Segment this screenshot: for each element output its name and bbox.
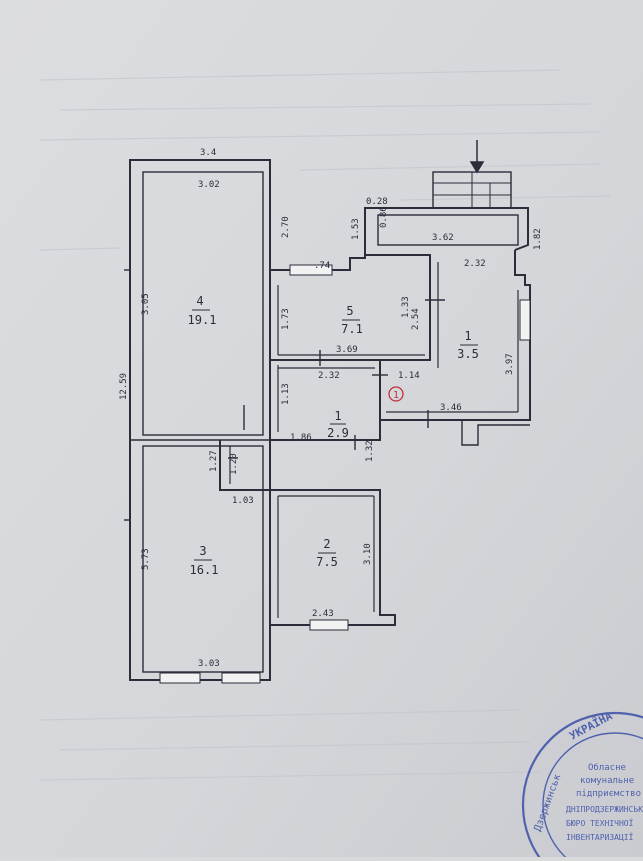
dim-label: .74 bbox=[314, 261, 330, 271]
dim-label: 1.82 bbox=[533, 228, 543, 250]
room-4-number: 4 bbox=[196, 294, 203, 308]
room-1-area: 3.5 bbox=[457, 347, 479, 361]
hall-area: 2.9 bbox=[327, 426, 349, 440]
stamp-line: ІНВЕНТАРИЗАЦІЇ bbox=[566, 832, 634, 842]
dim-label: 2.32 bbox=[464, 259, 486, 269]
room-2-wall bbox=[269, 489, 396, 626]
balcony-wall bbox=[364, 207, 529, 255]
window-icon bbox=[159, 672, 201, 684]
room-3-area: 16.1 bbox=[190, 563, 219, 577]
dim-label: 3.10 bbox=[363, 543, 373, 565]
window-icon bbox=[309, 619, 349, 631]
stamp-line: ДНІПРОДЗЕРЖИНСЬКЕ bbox=[566, 805, 643, 814]
dim-label: 0.86 bbox=[379, 206, 389, 228]
window-icon bbox=[289, 264, 333, 276]
dim-label: 2.70 bbox=[281, 216, 291, 238]
dim-label: 1.20 bbox=[229, 453, 239, 475]
stamp-line: Обласне bbox=[588, 762, 626, 773]
dim-label: 2.32 bbox=[318, 371, 340, 381]
dim-label: 3.97 bbox=[505, 353, 515, 375]
dim-label: 3.62 bbox=[432, 233, 454, 243]
room-2-number: 2 bbox=[323, 537, 330, 551]
dim-label: 3.05 bbox=[141, 293, 151, 315]
room-4-inner-wall bbox=[142, 171, 264, 436]
dim-label: 3.03 bbox=[198, 659, 220, 669]
dim-label: 1.33 bbox=[401, 296, 411, 318]
room-1-number: 1 bbox=[464, 329, 471, 343]
entrance-marker: 1 bbox=[388, 386, 404, 402]
dim-label: 0.28 bbox=[366, 197, 388, 207]
dim-label: 2.43 bbox=[312, 609, 334, 619]
dim-label: 2.54 bbox=[411, 308, 421, 330]
dim-label: 1.53 bbox=[351, 218, 361, 240]
corridor-wall bbox=[219, 440, 270, 491]
dim-label: 1.27 bbox=[209, 450, 219, 472]
dim-label: 3.02 bbox=[198, 180, 220, 190]
room-1-wall bbox=[379, 250, 531, 421]
room-3-number: 3 bbox=[199, 544, 206, 558]
dim-label: 3.69 bbox=[336, 345, 358, 355]
dim-label: 1.03 bbox=[232, 496, 254, 506]
bleed-through-lines bbox=[39, 69, 611, 781]
dim-label: 1.86 bbox=[290, 433, 312, 443]
dim-label: 3.46 bbox=[440, 403, 462, 413]
stamp-line: підприємство bbox=[576, 789, 641, 799]
room-5-area: 7.1 bbox=[341, 322, 363, 336]
stamp-line: комунальне bbox=[580, 776, 634, 786]
room-3-inner-wall bbox=[142, 445, 264, 673]
room-labels: 4 19.1 5 7.1 1 3.5 1 2.9 3 16.1 2 7.5 bbox=[188, 294, 479, 577]
windows bbox=[159, 264, 531, 684]
room-2-area: 7.5 bbox=[316, 555, 338, 569]
room-4-area: 19.1 bbox=[188, 313, 217, 327]
dim-label: 1.13 bbox=[281, 383, 291, 405]
window-icon bbox=[221, 672, 261, 684]
dim-label: 12.59 bbox=[119, 373, 129, 400]
hall-number: 1 bbox=[334, 409, 341, 423]
dim-label: 1.14 bbox=[398, 371, 420, 381]
entrance-arrow-icon bbox=[469, 140, 485, 174]
marker-label: 1 bbox=[393, 390, 399, 401]
stamp-line: БЮРО ТЕХНІЧНОЇ bbox=[566, 818, 634, 828]
dim-label: 1.73 bbox=[281, 308, 291, 330]
dim-label: 3.4 bbox=[200, 148, 216, 158]
door-marks bbox=[124, 269, 445, 521]
dimension-labels: 3.4 3.02 12.59 3.05 2.70 3.03 5.73 .74 1… bbox=[119, 148, 543, 669]
dim-label: 5.73 bbox=[141, 548, 151, 570]
window-icon bbox=[519, 299, 531, 341]
room-5-number: 5 bbox=[346, 304, 353, 318]
dim-label: 1.32 bbox=[365, 440, 375, 462]
